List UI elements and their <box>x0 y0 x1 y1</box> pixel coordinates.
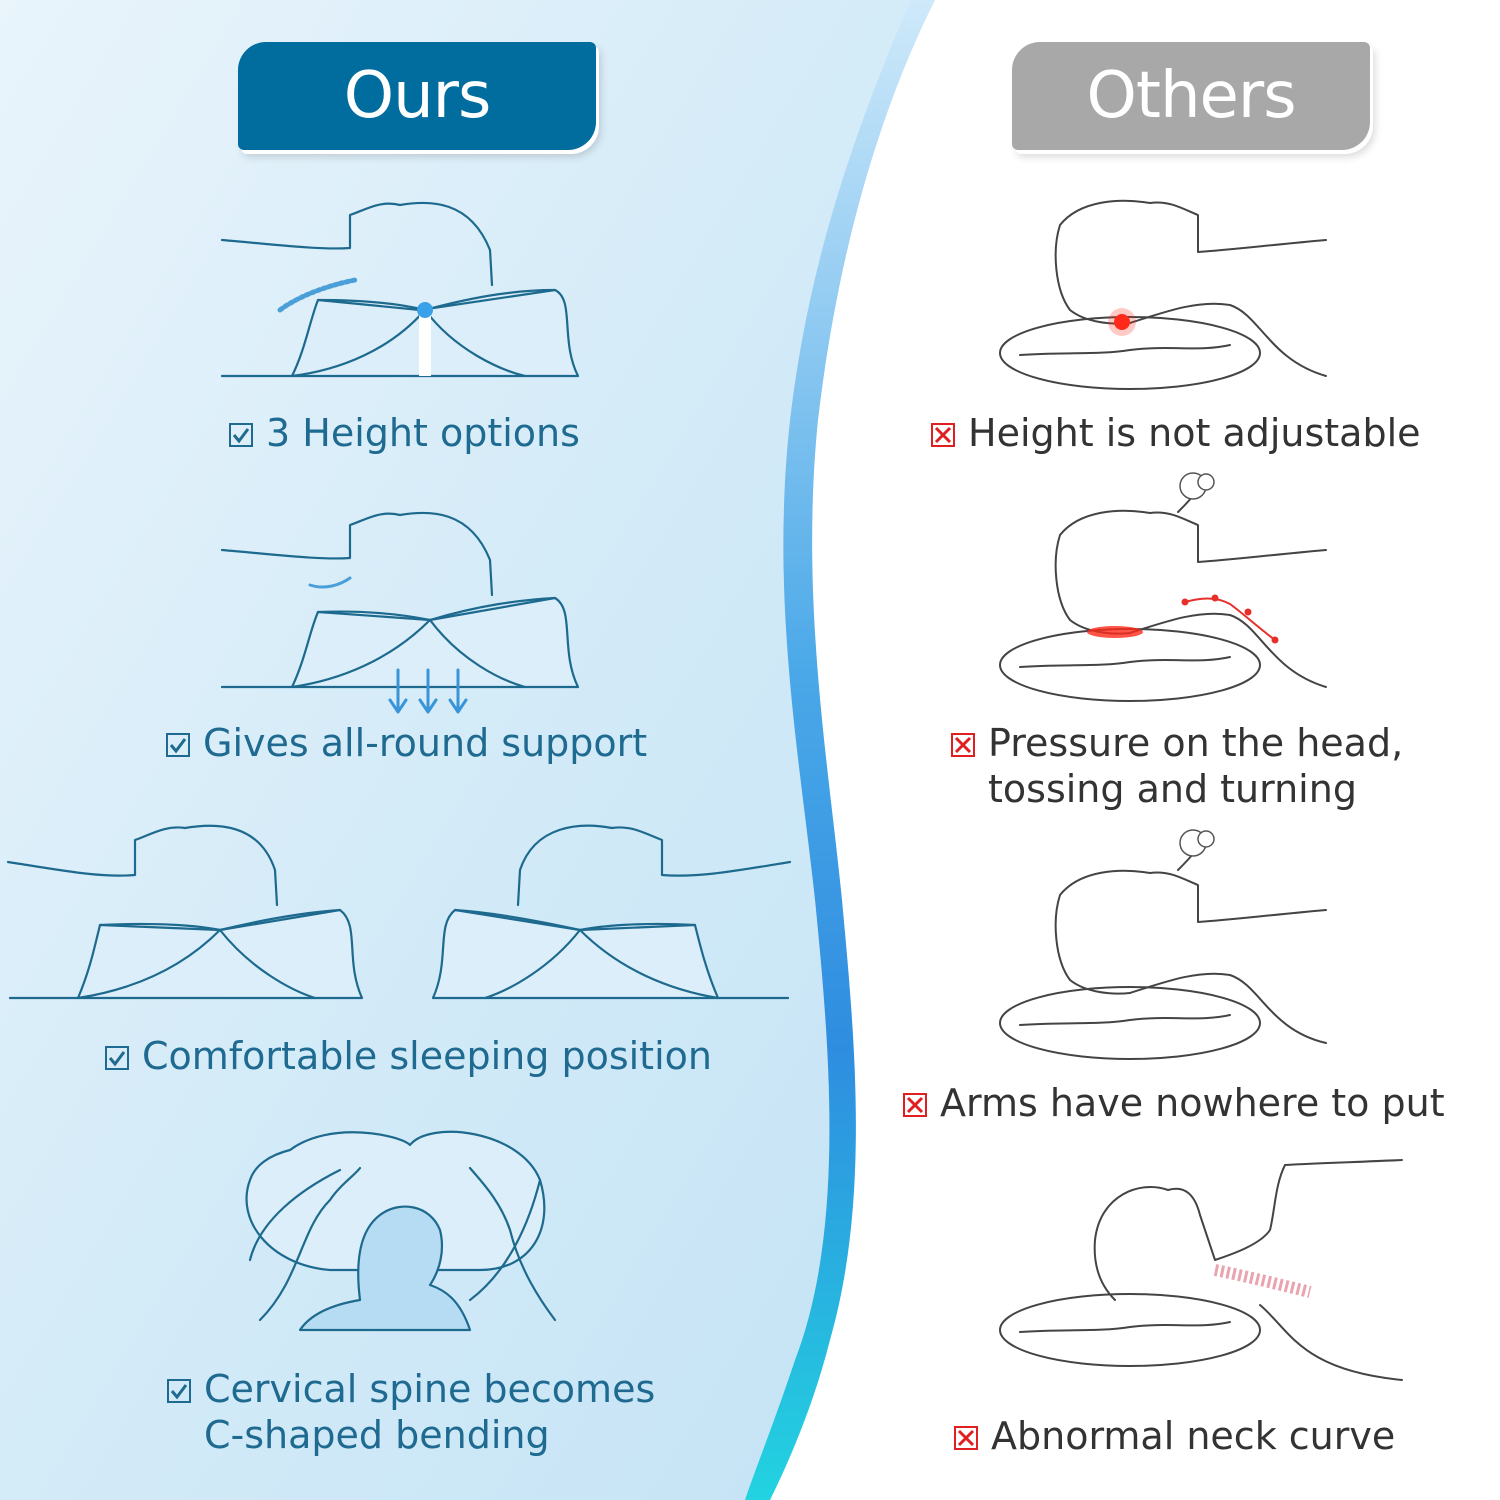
checkbox-checked-icon <box>105 1046 129 1070</box>
ours-feature-2: Gives all-round support <box>165 720 647 766</box>
others-flat-pillow-illustration-1 <box>999 199 1327 390</box>
others-flat-pillow-illustration-4 <box>999 1159 1403 1381</box>
checkbox-cross-icon <box>951 733 975 757</box>
ours-badge: Ours <box>238 42 596 150</box>
ours-feature-3-line-1: Comfortable sleeping position <box>142 1034 712 1078</box>
checkbox-checked-icon <box>229 423 253 447</box>
others-feature-1: Height is not adjustable <box>930 410 1421 456</box>
others-feature-3: Arms have nowhere to put <box>902 1080 1445 1126</box>
ours-pillow-side-left-illustration <box>6 824 364 1000</box>
pressure-band-marker <box>1087 626 1143 638</box>
ours-pillow-topview-illustration <box>245 1130 557 1332</box>
ours-pillow-height-illustration <box>220 201 580 378</box>
abnormal-spine-marker <box>1213 1264 1312 1298</box>
ours-feature-1-line-1: 3 Height options <box>266 411 580 455</box>
others-feature-4: Abnormal neck curve <box>953 1413 1395 1459</box>
others-feature-2: Pressure on the head, tossing and turnin… <box>950 720 1403 812</box>
checkbox-cross-icon <box>903 1093 927 1117</box>
ours-pillow-side-right-illustration <box>431 824 792 1000</box>
checkbox-cross-icon <box>954 1426 978 1450</box>
others-feature-1-line-1: Height is not adjustable <box>968 411 1421 455</box>
others-flat-pillow-illustration-3 <box>999 849 1327 1060</box>
checkbox-checked-icon <box>166 733 190 757</box>
others-feature-2-line-1: Pressure on the head, <box>988 721 1404 765</box>
ours-pillow-support-illustration <box>220 511 580 714</box>
tossing-curve-marker <box>1184 597 1276 641</box>
others-badge: Others <box>1012 42 1370 150</box>
ours-feature-3: Comfortable sleeping position <box>104 1033 712 1079</box>
checkbox-cross-icon <box>931 423 955 447</box>
ours-feature-4-line-2: C-shaped bending <box>204 1413 550 1457</box>
divider-edge <box>745 0 935 1500</box>
checkbox-checked-icon <box>167 1379 191 1403</box>
ours-feature-1: 3 Height options <box>228 410 580 456</box>
pressure-point-marker <box>1114 314 1130 330</box>
others-feature-3-line-1: Arms have nowhere to put <box>940 1081 1445 1125</box>
ours-feature-4: Cervical spine becomes C-shaped bending <box>166 1366 655 1458</box>
others-feature-4-line-1: Abnormal neck curve <box>991 1414 1396 1458</box>
ours-feature-4-line-1: Cervical spine becomes <box>204 1367 656 1411</box>
others-flat-pillow-illustration-2 <box>999 491 1327 702</box>
others-feature-2-line-2: tossing and turning <box>988 767 1357 811</box>
ours-feature-2-line-1: Gives all-round support <box>203 721 648 765</box>
